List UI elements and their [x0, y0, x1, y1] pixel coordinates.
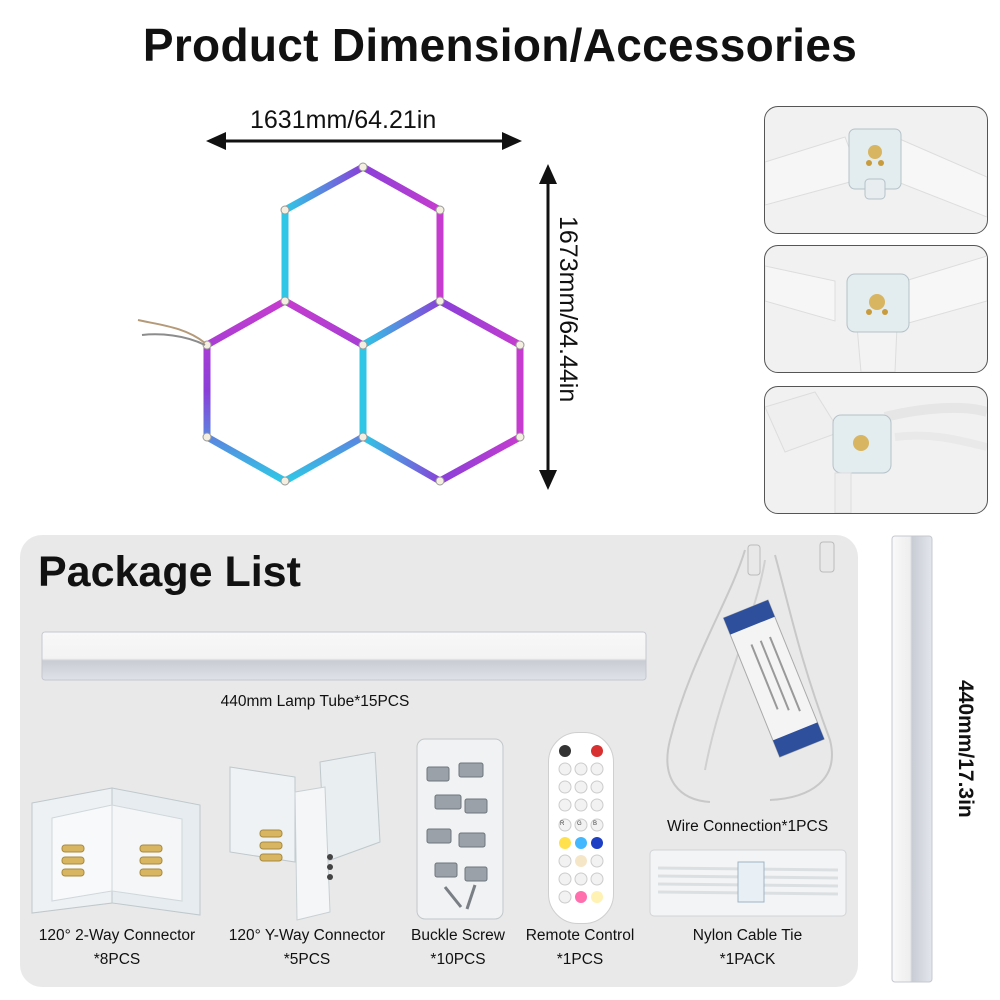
- hexagon-light-diagram: [137, 162, 525, 486]
- connector-photo-wired: [764, 386, 988, 514]
- two-way-connector-qty: *8PCS: [93, 951, 141, 968]
- remote-control-label: Remote Control *1PCS: [515, 924, 645, 972]
- wire-connection-label: Wire Connection*1PCS: [666, 818, 829, 835]
- y-way-connector-qty: *5PCS: [283, 951, 331, 968]
- remote-control-qty: *1PCS: [556, 951, 604, 968]
- nylon-cable-tie-qty: *1PACK: [719, 951, 776, 968]
- remote-control-name: Remote Control: [525, 927, 635, 944]
- width-dimension-label: 1631mm/64.21in: [250, 106, 437, 134]
- buckle-screw-qty: *10PCS: [430, 951, 486, 968]
- lamp-tube-image: [41, 631, 647, 681]
- y-way-connector-image: [229, 752, 381, 921]
- power-supply-image: [666, 541, 835, 803]
- remote-key-b: B: [593, 821, 598, 827]
- remote-key-r: R: [560, 821, 565, 827]
- remote-control-image: R G B: [548, 732, 614, 924]
- connector-photo-2way: [764, 106, 988, 234]
- nylon-cable-tie-name: Nylon Cable Tie: [692, 927, 803, 944]
- buckle-screw-label: Buckle Screw *10PCS: [398, 924, 518, 972]
- remote-key-g: G: [577, 821, 582, 827]
- height-dimension-label: 1673mm/64.44in: [554, 216, 582, 403]
- tube-length-label: 440mm/17.3in: [954, 680, 977, 818]
- y-way-connector-label: 120° Y-Way Connector *5PCS: [212, 924, 402, 972]
- two-way-connector-name: 120° 2-Way Connector: [38, 927, 196, 944]
- nylon-cable-tie-image: [649, 849, 847, 917]
- connector-photo-yway: [764, 245, 988, 373]
- buckle-screw-name: Buckle Screw: [411, 927, 505, 944]
- nylon-cable-tie-label: Nylon Cable Tie *1PACK: [660, 924, 835, 972]
- vertical-lamp-tube-image: [891, 535, 933, 983]
- buckle-screw-image: [416, 738, 504, 920]
- page-title: Product Dimension/Accessories: [142, 19, 858, 71]
- package-list-title: Package List: [38, 548, 301, 596]
- two-way-connector-label: 120° 2-Way Connector *8PCS: [22, 924, 212, 972]
- two-way-connector-image: [31, 787, 201, 916]
- y-way-connector-name: 120° Y-Way Connector: [228, 927, 386, 944]
- lamp-tube-label: 440mm Lamp Tube*15PCS: [220, 693, 410, 710]
